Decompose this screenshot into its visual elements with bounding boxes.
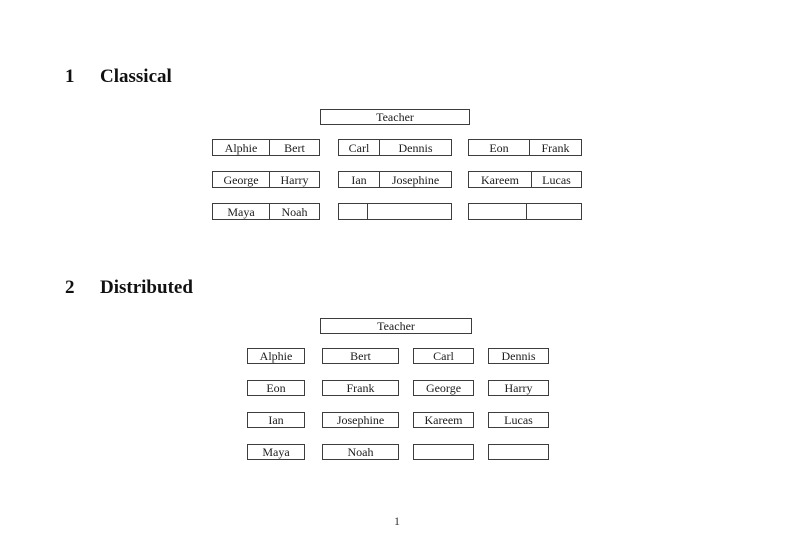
desk-seat: Josephine [391, 172, 440, 187]
desk: Kareem Lucas [468, 171, 582, 188]
desk [413, 444, 474, 460]
desk-seat: Ian [268, 413, 284, 427]
section-title: Distributed [100, 277, 193, 298]
section-heading-distributed: 2 Distributed [65, 278, 193, 297]
desk-seat: Eon [469, 140, 530, 155]
desk-seat: Dennis [398, 140, 433, 155]
desk [488, 444, 549, 460]
desk: Frank [322, 380, 399, 396]
desk-seat: Maya [262, 445, 290, 459]
desk-seat: Kareem [424, 413, 463, 427]
desk-seat: Maya [213, 204, 270, 219]
desk-seat: Dennis [501, 349, 536, 363]
section-number: 2 [65, 277, 75, 298]
desk: Eon [247, 380, 305, 396]
desk-seat: George [425, 381, 462, 395]
empty-desk-seat [368, 204, 451, 219]
desk: Ian [247, 412, 305, 428]
page-footer: 1 [0, 514, 794, 529]
desk: Ian Josephine [338, 171, 452, 188]
desk: Dennis [488, 348, 549, 364]
desk: Noah [322, 444, 399, 460]
desk: Carl [413, 348, 474, 364]
desk-seat: Alphie [213, 140, 270, 155]
desk: Josephine [322, 412, 399, 428]
section-title: Classical [100, 66, 172, 87]
desk-seat: Lucas [542, 172, 571, 187]
desk: George Harry [212, 171, 320, 188]
desk-seat: Frank [346, 381, 375, 395]
teacher-box: Teacher [320, 109, 470, 125]
teacher-box: Teacher [320, 318, 472, 334]
desk: Harry [488, 380, 549, 396]
desk: Lucas [488, 412, 549, 428]
desk-seat: Frank [541, 140, 570, 155]
desk: Maya [247, 444, 305, 460]
desk-seat: George [213, 172, 270, 187]
section-heading-classical: 1 Classical [65, 67, 172, 86]
desk-seat: Noah [281, 204, 308, 219]
empty-desk-seat [527, 204, 581, 219]
desk-seat: Bert [284, 140, 305, 155]
teacher-label: Teacher [376, 110, 414, 124]
desk: Kareem [413, 412, 474, 428]
desk-seat: Harry [504, 381, 533, 395]
desk-seat: Carl [339, 140, 380, 155]
desk: Alphie [247, 348, 305, 364]
desk-seat: Eon [266, 381, 286, 395]
page-number: 1 [394, 514, 400, 528]
desk-seat: Bert [350, 349, 371, 363]
desk: Eon Frank [468, 139, 582, 156]
desk: George [413, 380, 474, 396]
empty-desk-seat [469, 204, 527, 219]
desk [338, 203, 452, 220]
desk: Bert [322, 348, 399, 364]
empty-desk-seat [339, 204, 368, 219]
desk-seat: Noah [347, 445, 374, 459]
desk-seat: Lucas [504, 413, 533, 427]
desk-seat: Alphie [259, 349, 293, 363]
section-number: 1 [65, 66, 75, 87]
teacher-label: Teacher [377, 319, 415, 333]
desk-seat: Harry [280, 172, 309, 187]
desk: Carl Dennis [338, 139, 452, 156]
desk-seat: Carl [433, 349, 454, 363]
desk: Alphie Bert [212, 139, 320, 156]
desk [468, 203, 582, 220]
desk-seat: Josephine [336, 413, 385, 427]
desk: Maya Noah [212, 203, 320, 220]
desk-seat: Ian [339, 172, 380, 187]
desk-seat: Kareem [469, 172, 532, 187]
